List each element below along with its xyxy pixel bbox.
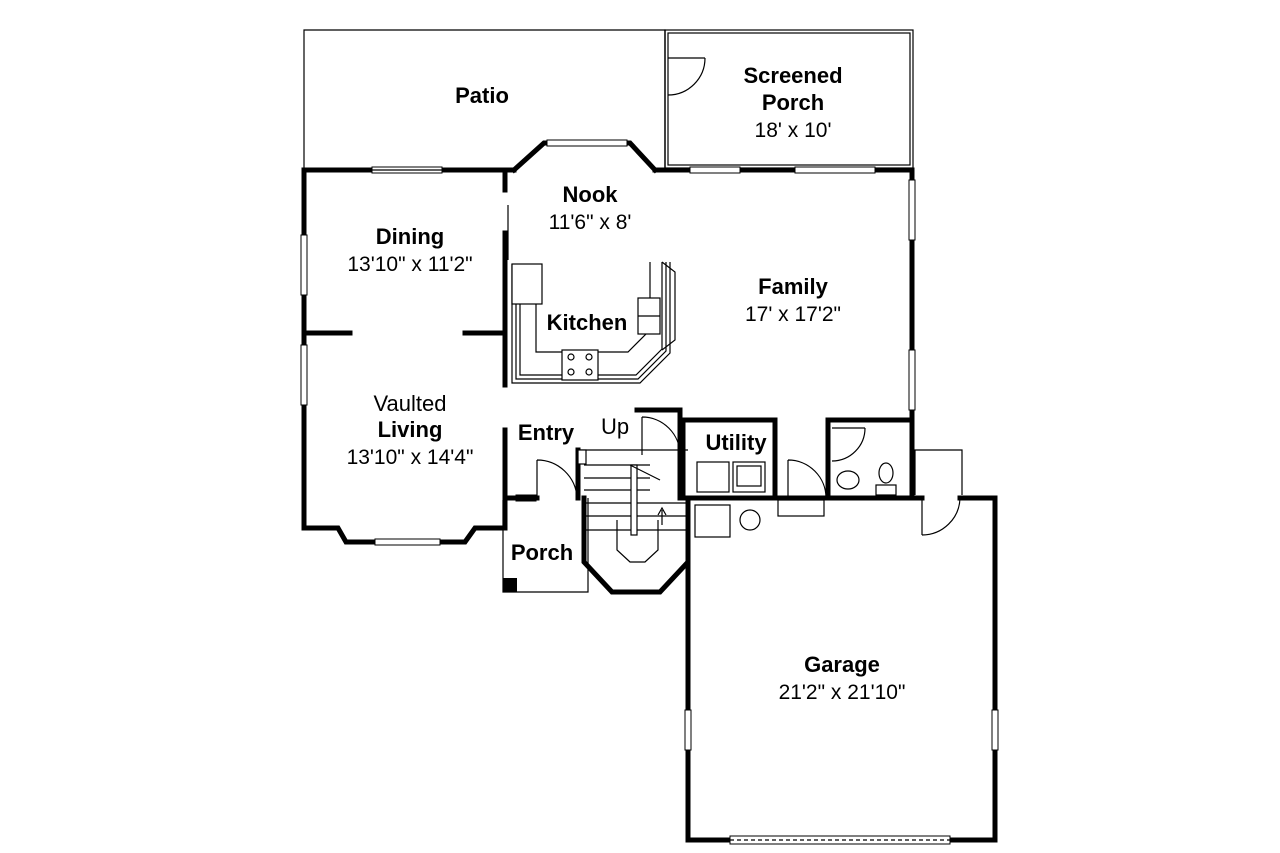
front-porch <box>502 498 589 593</box>
dining-dims: 13'10" x 11'2" <box>347 253 472 276</box>
living-label: Living <box>378 417 443 442</box>
screened-porch-dims: 18' x 10' <box>755 119 832 142</box>
entry-label: Entry <box>518 420 575 445</box>
family-label: Family <box>758 274 828 299</box>
water-heater <box>694 504 731 538</box>
utility-label: Utility <box>705 430 767 455</box>
windows <box>300 139 916 546</box>
room-labels: Patio Screened Porch 18' x 10' Nook 11'6… <box>347 63 906 704</box>
utility-door <box>787 459 827 499</box>
kitchen-label: Kitchen <box>547 310 628 335</box>
garage-door-side <box>921 497 961 536</box>
nook-dims: 11'6" x 8' <box>549 211 632 234</box>
nook-label: Nook <box>563 182 619 207</box>
kitchen-counters <box>511 261 676 384</box>
cooktop <box>561 349 599 381</box>
screened-porch-door <box>667 57 706 96</box>
toilet <box>878 462 894 484</box>
garage-dims: 21'2" x 21'10" <box>779 681 906 704</box>
screened-porch-label-line1: Screened <box>743 63 842 88</box>
garage-walls <box>684 449 999 845</box>
dining-label: Dining <box>376 224 444 249</box>
garage-label: Garage <box>804 652 880 677</box>
family-dims: 17' x 17'2" <box>745 303 841 326</box>
bath-sink <box>836 470 860 490</box>
patio-label: Patio <box>455 83 509 108</box>
staircase <box>575 407 691 595</box>
washer <box>696 461 730 493</box>
closet-door <box>641 416 681 456</box>
interior-walls <box>301 172 509 501</box>
garage-overhead-door <box>729 835 951 845</box>
entry-door <box>502 459 578 501</box>
bath-door <box>831 427 866 462</box>
living-dims: 13'10" x 14'4" <box>347 446 474 469</box>
stairs-up-label: Up <box>601 414 629 439</box>
living-prefix-label: Vaulted <box>374 391 447 416</box>
screened-porch-label-line2: Porch <box>762 90 824 115</box>
porch-label: Porch <box>511 540 573 565</box>
refrigerator <box>511 263 543 305</box>
utility-bath-walls <box>680 417 915 501</box>
